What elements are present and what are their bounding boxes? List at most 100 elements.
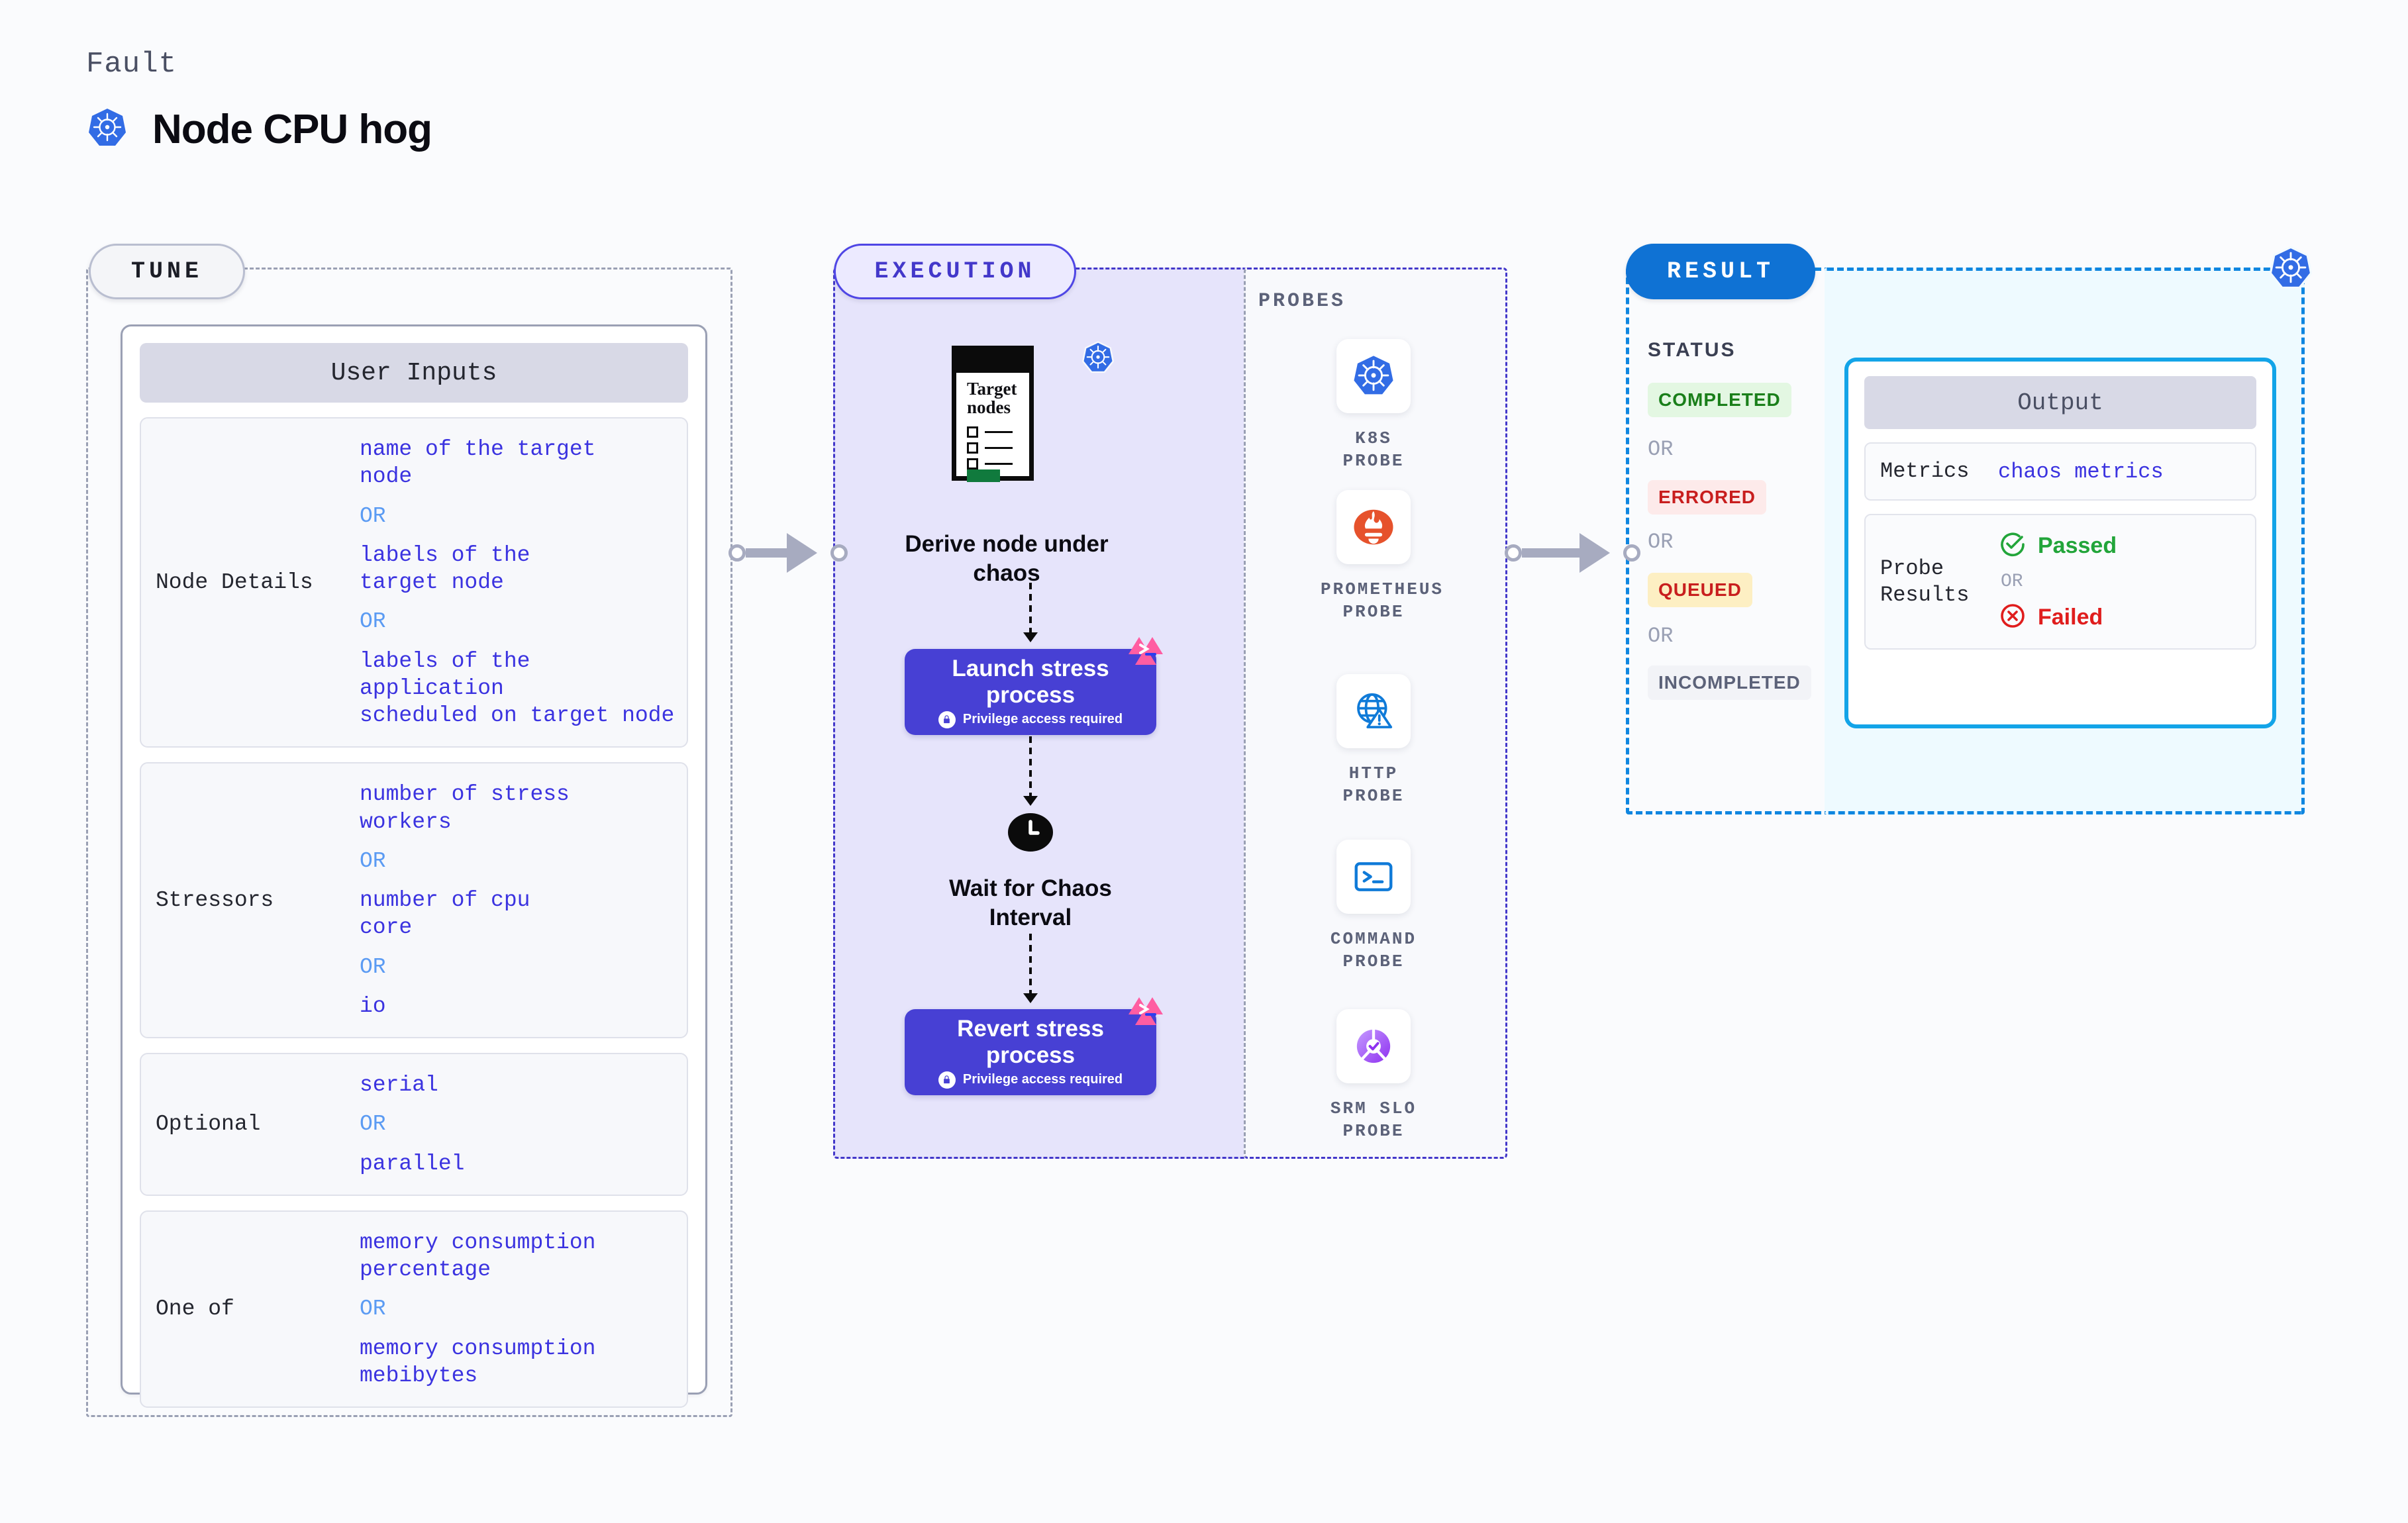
row-values: number of stress workers OR number of cp… [360,781,687,1020]
step-note-text: Privilege access required [962,1072,1123,1087]
arrow-shaft [1029,583,1032,634]
probe-label: COMMAND PROBE [1330,929,1417,971]
kubernetes-icon [1336,339,1411,413]
input-value: labels of the application scheduled on t… [360,648,675,728]
tag-execution[interactable]: EXECUTION [834,244,1076,299]
kubernetes-icon [1081,340,1115,375]
input-value: labels of the target node [360,542,530,595]
step-note: Privilege access required [938,711,1123,728]
fault-label: Fault [86,48,177,81]
row-values: name of the target node OR labels of the… [360,436,687,729]
or-separator: OR [1648,530,1674,554]
connector-line [1522,548,1580,558]
step-note: Privilege access required [938,1071,1123,1089]
connector-line [746,548,787,558]
wait-interval-caption: Wait for Chaos Interval [949,875,1112,930]
user-input-row: Optional serial OR parallel [140,1053,688,1196]
status-badge-errored: ERRORED [1648,480,1767,515]
arrow-head-icon [1023,796,1038,806]
connector-arrowhead-icon [787,533,848,573]
input-value: name of the target node [360,437,596,489]
input-value: parallel [360,1151,465,1176]
window-title: Target nodes [967,379,1017,418]
output-probe-results-row: Probe Results Passed OR [1864,514,2256,650]
probe-result-passed: Passed [1998,530,2255,562]
or-separator: OR [360,1297,386,1322]
input-value: serial [360,1073,438,1097]
input-value: number of stress workers [360,782,570,834]
step-launch-stress-process[interactable]: Launch stress process Privilege access r… [905,637,1163,735]
passed-label: Passed [2038,533,2117,558]
step-title: Revert stress process [957,1016,1104,1068]
checkbox-icon [967,426,978,438]
probe-result-failed: Failed [1998,601,2255,634]
step-note-text: Privilege access required [962,712,1123,727]
target-nodes-illustration: Target nodes [952,346,1036,485]
prometheus-icon [1336,490,1411,564]
connector-start-dot [1505,544,1522,562]
tune-section [86,268,732,1417]
checkbox-icon [967,458,978,469]
or-separator: OR [360,609,386,634]
row-label: Optional [156,1112,261,1137]
probe-label: K8S PROBE [1342,428,1405,471]
or-separator: OR [360,954,386,979]
probe-srm-slo[interactable]: SRM SLO PROBE [1321,1009,1427,1143]
arrow-shaft [1029,736,1032,799]
step-revert-stress-process[interactable]: Revert stress process Privilege access r… [905,997,1163,1095]
probe-http[interactable]: HTTP PROBE [1321,674,1427,808]
arrow-shaft [1029,934,1032,997]
checkbox-list [967,426,1013,474]
checkbox-icon [967,442,978,454]
kubernetes-icon [2268,245,2314,291]
arrow-head-icon [1023,993,1038,1003]
lock-icon [938,711,956,728]
probe-label: SRM SLO PROBE [1330,1099,1417,1141]
derive-node-caption: Derive node under chaos [905,531,1109,586]
kubernetes-icon [86,107,128,152]
chaos-metrics-link[interactable]: chaos metrics [1998,459,2164,484]
window-frame: Target nodes [952,346,1034,482]
or-separator: OR [360,848,386,873]
user-input-row: Node Details name of the target node OR … [140,417,688,748]
input-value: memory consumption mebibytes [360,1336,596,1388]
clock-icon [1008,813,1053,852]
probe-label: PROMETHEUS PROBE [1321,579,1444,622]
tag-result[interactable]: RESULT [1626,244,1815,299]
probe-command[interactable]: COMMAND PROBE [1321,840,1427,973]
lock-icon [938,1071,956,1089]
user-inputs-card: User Inputs Node Details name of the tar… [121,324,707,1408]
connector-execution-to-result [1505,533,1640,573]
srm-slo-icon [1336,1009,1411,1083]
output-title: Output [1864,376,2256,429]
status-badge-queued: QUEUED [1648,573,1752,607]
probe-results-label: Probe Results [1880,556,1970,607]
or-separator: OR [360,1112,386,1137]
litmus-chaos-icon [1125,634,1166,667]
window-titlebar [956,350,1029,373]
probe-label: HTTP PROBE [1342,763,1405,806]
step-title: Launch stress process [952,656,1109,708]
probe-prometheus[interactable]: PROMETHEUS PROBE [1321,490,1444,624]
page-title: Node CPU hog [152,107,432,152]
status-badge-incompleted: INCOMPLETED [1648,665,1811,700]
check-circle-icon [1998,530,2027,562]
user-inputs-title: User Inputs [140,343,688,403]
litmus-chaos-icon [1125,995,1166,1028]
list-item [967,442,1013,454]
row-label: Stressors [156,888,274,913]
probe-results-values: Passed OR Failed [1998,530,2255,634]
or-separator: OR [2001,571,2023,592]
input-value: memory consumption percentage [360,1230,596,1282]
list-item [967,426,1013,438]
terminal-icon [1336,840,1411,914]
row-values: memory consumption percentage OR memory … [360,1229,687,1389]
connector-end-dot [830,544,848,562]
line-placeholder [985,447,1013,449]
output-metrics-row: Metrics chaos metrics [1864,442,2256,501]
x-circle-icon [1998,601,2027,634]
user-input-row: One of memory consumption percentage OR … [140,1210,688,1408]
probe-k8s[interactable]: K8S PROBE [1321,339,1427,473]
input-value: io [360,993,386,1018]
tag-tune[interactable]: TUNE [89,244,245,299]
